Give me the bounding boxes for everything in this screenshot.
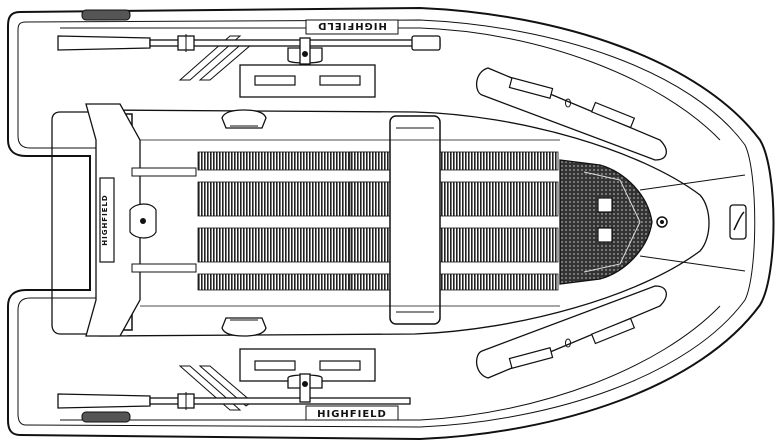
brand-text-bottom: HIGHFIELD [317, 409, 387, 420]
inner-tube-line [17, 19, 756, 428]
oar-top [57, 34, 441, 52]
hull-floor [51, 109, 710, 337]
brand-text-transom: HIGHFIELD [101, 194, 109, 246]
brand-label-top: HIGHFIELD [305, 19, 399, 35]
bow-mesh-panel [559, 159, 653, 285]
brand-text-top: HIGHFIELD [317, 20, 387, 31]
oar-bottom [57, 392, 411, 410]
brand-label-bottom: HIGHFIELD [305, 405, 399, 421]
grab-handle-top [221, 109, 267, 129]
transom: HIGHFIELD [85, 103, 197, 337]
center-seat [389, 115, 441, 325]
grab-handle-bottom [221, 317, 267, 337]
rowlock-bottom-icon [287, 373, 323, 403]
rowlock-top-icon [287, 37, 323, 65]
